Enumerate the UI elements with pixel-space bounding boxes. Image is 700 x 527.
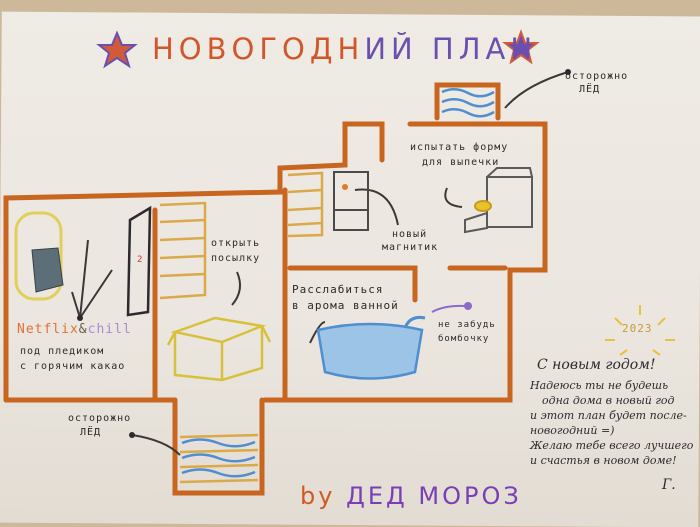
bathtub [316,316,426,380]
netflix-and-chill: Netflix&chill [17,322,132,337]
stairs [159,171,324,300]
walls [3,82,548,496]
tv [126,205,152,317]
sofa-with-blanket [14,211,64,301]
oven [464,167,533,234]
note-body: Надеюсь ты не будешь одна дома в новый г… [530,379,694,467]
signature: by ДЕД МОРОЗ [300,482,522,510]
ice-top [441,88,495,118]
note-signature: Г. [662,477,676,493]
tv-mark: 2 [137,255,144,265]
year-2023: 2023 [622,322,653,335]
page-title: НОВОГОДНИЙ ПЛАН [152,32,538,66]
star-left-icon [96,30,138,69]
ice-bottom [179,433,259,484]
star-right-icon [502,29,540,65]
note-heading: С новым годом! [537,357,656,373]
fridge [333,171,369,231]
parcel-box [166,316,272,382]
